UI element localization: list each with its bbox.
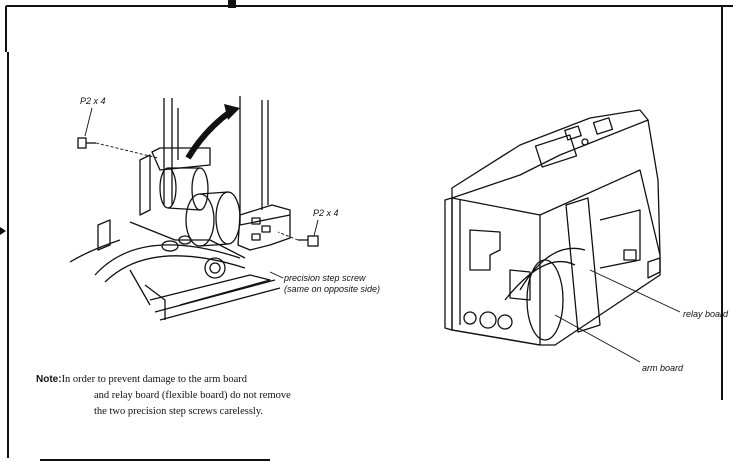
label-precision-step-screw: precision step screw [284, 273, 366, 283]
screw-top-left [77, 137, 96, 149]
rotation-arrow [185, 109, 232, 160]
left-edge-arrow [0, 227, 6, 235]
leader-lines-right [554, 269, 681, 363]
top-tab-mark [228, 0, 236, 8]
label-screw-right: P2 x 4 [313, 208, 339, 218]
leader-lines-left [84, 107, 319, 279]
label-arm-board: arm board [642, 363, 684, 373]
note-heading: Note: [36, 374, 62, 385]
label-relay-board: relay board [683, 309, 729, 319]
page-border [5, 5, 733, 461]
note-line-3: the two precision step screws carelessly… [94, 406, 264, 417]
note-line-1: In order to prevent damage to the arm bo… [61, 374, 247, 385]
label-screw-top-left: P2 x 4 [80, 96, 106, 106]
right-assembly-illustration [444, 109, 661, 346]
caution-note: Note:In order to prevent damage to the a… [36, 372, 366, 420]
screw-right [298, 235, 319, 247]
left-mechanism-illustration [69, 96, 291, 321]
label-same-on-opposite-side: (same on opposite side) [284, 284, 381, 294]
note-line-2: and relay board (flexible board) do not … [94, 390, 291, 401]
